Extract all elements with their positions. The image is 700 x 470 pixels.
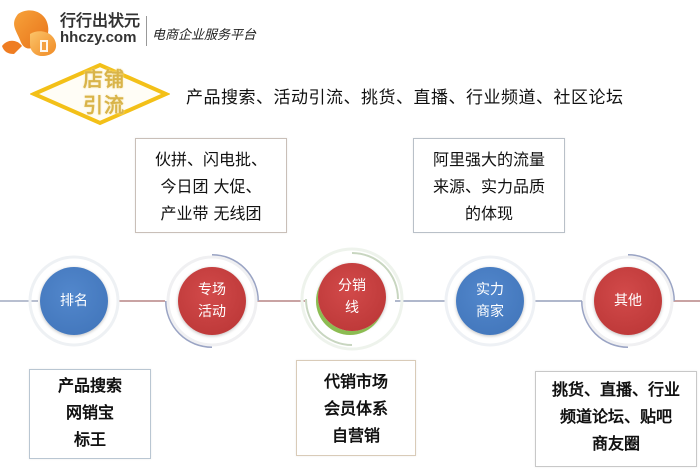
node-label: 线 — [345, 300, 359, 316]
orange-bird-logo-icon — [2, 10, 57, 56]
node-distribution[interactable]: 分销 线 — [318, 263, 386, 331]
logo-slogan: 电商企业服务平台 — [152, 28, 257, 43]
node-label: 实力 — [476, 282, 504, 298]
box-line: 伙拼、闪电批、 — [154, 150, 267, 169]
box-line: 阿里强大的流量 — [432, 150, 545, 169]
box-line: 今日团 大促、 — [160, 177, 262, 196]
box-line: 来源、实力品质 — [432, 177, 545, 196]
box-line: 网销宝 — [65, 403, 114, 422]
logo-domain: hhczy.com — [60, 29, 137, 46]
site-logo[interactable]: 行行出状元 hhczy.com 电商企业服务平台 — [0, 2, 280, 58]
node-other[interactable]: 其他 — [594, 267, 662, 335]
bottom-box-distribution: 代销市场 会员体系 自营销 — [296, 360, 416, 456]
box-line: 标王 — [73, 430, 106, 449]
bottom-box-other: 挑货、直播、行业 频道论坛、贴吧 商友圈 — [535, 371, 697, 467]
node-label: 分销 — [338, 278, 366, 294]
node-label: 商家 — [476, 304, 504, 320]
box-line: 自营销 — [331, 426, 380, 445]
node-label: 活动 — [198, 304, 226, 320]
node-ranking[interactable]: 排名 — [40, 267, 108, 335]
headline-text: 产品搜索、活动引流、挑货、直播、行业频道、社区论坛 — [186, 88, 624, 108]
node-label: 其他 — [614, 293, 642, 309]
node-strong-merchants[interactable]: 实力 商家 — [456, 267, 524, 335]
top-box-traffic: 阿里强大的流量 来源、实力品质 的体现 — [413, 138, 565, 233]
box-line: 代销市场 — [323, 372, 388, 391]
diamond-badge-shape — [30, 62, 170, 126]
title-badge: 店铺 引流 — [76, 66, 132, 118]
flow-connector-lines — [0, 247, 700, 351]
top-box-activities: 伙拼、闪电批、 今日团 大促、 产业带 无线团 — [135, 138, 287, 233]
box-line: 商友圈 — [591, 434, 640, 453]
title-badge-line1: 店铺 — [83, 67, 125, 91]
node-label: 专场 — [198, 282, 226, 298]
title-badge-line2: 引流 — [83, 93, 125, 117]
node-label: 排名 — [60, 293, 88, 309]
box-line: 频道论坛、贴吧 — [559, 407, 672, 426]
node-special-events[interactable]: 专场 活动 — [178, 267, 246, 335]
box-line: 会员体系 — [323, 399, 388, 418]
box-line: 产业带 无线团 — [160, 204, 262, 223]
logo-chinese-name: 行行出状元 — [60, 11, 141, 30]
bottom-box-ranking: 产品搜索 网销宝 标王 — [29, 369, 151, 459]
box-line: 产品搜索 — [57, 376, 122, 395]
logo-divider — [146, 16, 147, 46]
box-line: 挑货、直播、行业 — [551, 380, 680, 399]
box-line: 的体现 — [464, 204, 513, 223]
